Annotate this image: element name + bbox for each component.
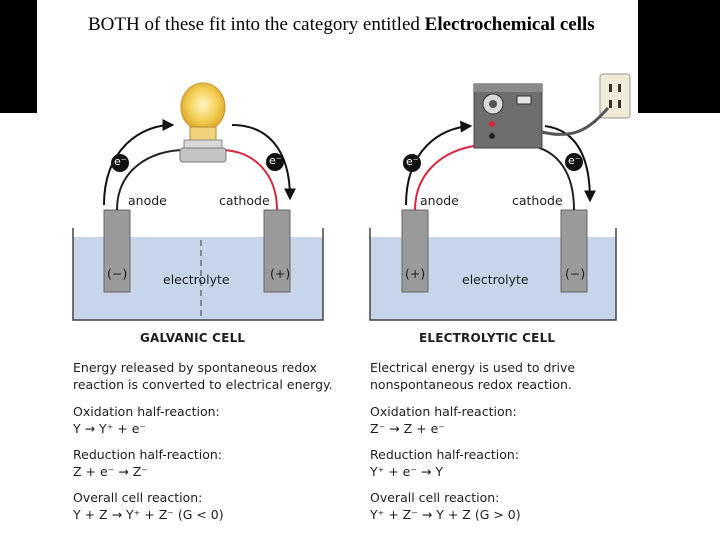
electrolytic-cathode-electrode: [560, 209, 588, 293]
electrolytic-anode-label: anode: [420, 193, 459, 208]
electrolytic-electron-icon-right: [565, 153, 583, 171]
light-bulb-icon: [179, 82, 227, 163]
power-cord: [541, 106, 610, 136]
galvanic-cathode-label: cathode: [219, 193, 270, 208]
electrolytic-anode-sign: (+): [405, 266, 426, 281]
electrolytic-overall-label: Overall cell reaction:: [370, 490, 500, 505]
electrolytic-cathode-sign: (−): [565, 266, 586, 281]
right-black-bar: [638, 0, 720, 113]
power-supply-icon: [473, 83, 543, 149]
electrolytic-electron-label-left: e⁻: [406, 155, 419, 168]
slide-title: BOTH of these fit into the category enti…: [88, 14, 595, 35]
electrolytic-overall-equation: Y⁺ + Z⁻ → Y + Z (G > 0): [370, 507, 521, 522]
left-black-bar: [0, 0, 37, 113]
galvanic-electron-arrow-left: [103, 119, 175, 206]
electrolytic-oxidation-label: Oxidation half-reaction:: [370, 404, 517, 419]
electrolytic-electron-arrow-right: [544, 125, 596, 203]
galvanic-electron-icon-right: [266, 153, 284, 171]
electrolytic-wire-left: [414, 144, 481, 211]
galvanic-cathode-sign: (+): [270, 266, 291, 281]
galvanic-description-line-1: Energy released by spontaneous redox: [73, 360, 317, 375]
galvanic-electron-arrow-right: [231, 124, 296, 201]
galvanic-cathode-electrode: [263, 209, 291, 293]
galvanic-anode-label: anode: [128, 193, 167, 208]
wall-outlet-icon: [599, 73, 631, 119]
galvanic-description-line-2: reaction is converted to electrical ener…: [73, 377, 333, 392]
electrolytic-electron-arrow-left: [405, 120, 473, 206]
electrolytic-cathode-label: cathode: [512, 193, 563, 208]
electrolytic-electron-icon-left: [403, 154, 421, 172]
electrolytic-anode-electrode: [401, 209, 429, 293]
electrolytic-description-line-2: nonspontaneous redox reaction.: [370, 377, 572, 392]
galvanic-anode-electrode: [103, 209, 131, 293]
galvanic-cell-diagram: [72, 82, 324, 321]
galvanic-oxidation-equation: Y → Y⁺ + e⁻: [73, 421, 146, 436]
galvanic-wire-right: [219, 149, 278, 211]
electrolytic-description-line-1: Electrical energy is used to drive: [370, 360, 576, 375]
galvanic-overall-equation: Y + Z → Y⁺ + Z⁻ (G < 0): [73, 507, 224, 522]
electrolytic-oxidation-equation: Z⁻ → Z + e⁻: [370, 421, 445, 436]
galvanic-electron-icon-left: [111, 154, 129, 172]
galvanic-electrolyte-label: electrolyte: [163, 272, 230, 287]
galvanic-electron-label-right: e⁻: [269, 154, 282, 167]
electrolytic-beaker: [369, 228, 617, 321]
electrolytic-cell-diagram: [369, 73, 631, 321]
galvanic-heading: GALVANIC CELL: [140, 331, 246, 345]
galvanic-reduction-label: Reduction half-reaction:: [73, 447, 222, 462]
galvanic-oxidation-label: Oxidation half-reaction:: [73, 404, 220, 419]
galvanic-electron-label-left: e⁻: [114, 155, 127, 168]
electrolytic-heading: ELECTROLYTIC CELL: [419, 331, 556, 345]
electrolytic-electrolyte-label: electrolyte: [462, 272, 529, 287]
galvanic-overall-label: Overall cell reaction:: [73, 490, 203, 505]
galvanic-anode-sign: (−): [107, 266, 128, 281]
galvanic-wire-left: [116, 149, 186, 211]
galvanic-beaker: [72, 228, 324, 321]
electrolytic-reduction-equation: Y⁺ + e⁻ → Y: [370, 464, 443, 479]
electrolytic-reduction-label: Reduction half-reaction:: [370, 447, 519, 462]
electrolytic-electron-label-right: e⁻: [568, 154, 581, 167]
galvanic-reduction-equation: Z + e⁻ → Z⁻: [73, 464, 148, 479]
